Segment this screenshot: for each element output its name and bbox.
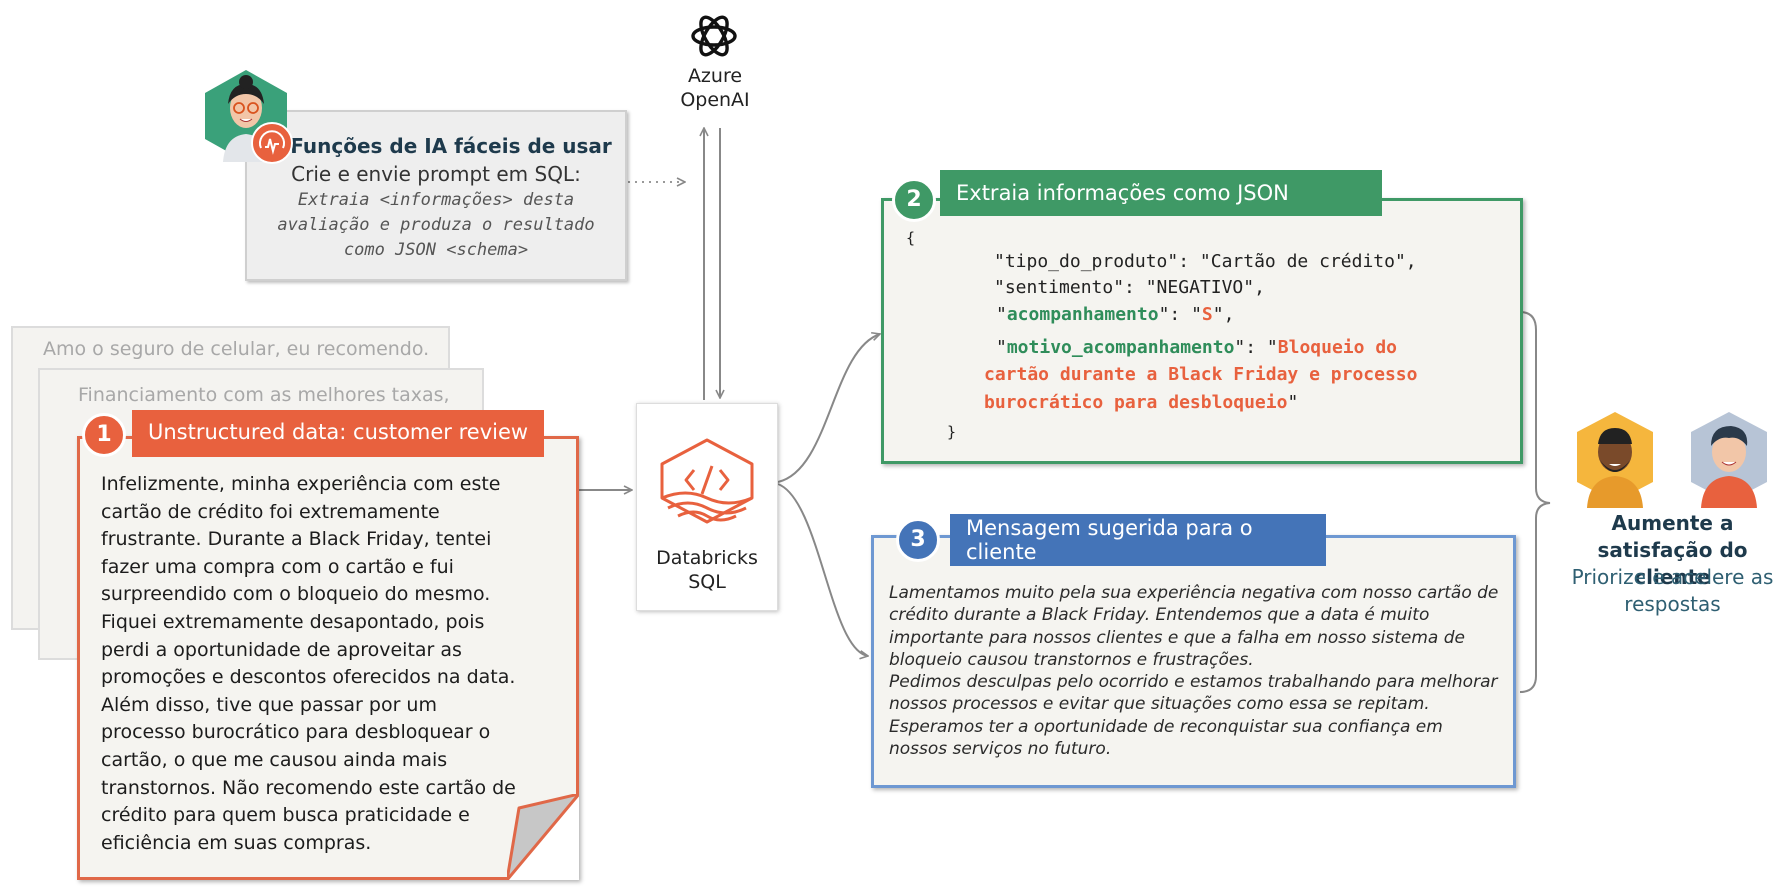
ai-functions-title: Funções de IA fáceis de usar xyxy=(290,134,612,158)
json-value-followup: S xyxy=(1201,304,1213,325)
page-curl-icon xyxy=(507,794,579,880)
ai-functions-box: Funções de IA fáceis de usar Crie e envi… xyxy=(245,110,627,281)
json-line-reason-end: burocrático para desbloqueio" xyxy=(984,392,1299,413)
azure-label-line2: OpenAI xyxy=(680,89,750,111)
pulse-badge-icon xyxy=(251,122,293,164)
step-3-badge: 3 xyxy=(896,518,940,562)
json-key-reason: motivo_acompanhamento xyxy=(1006,337,1235,358)
background-review-text-2: Financiamento com as melhores taxas, xyxy=(78,384,450,406)
message-paragraph-1: Lamentamos muito pela sua experiência ne… xyxy=(889,583,1499,670)
customer-review-text: Infelizmente, minha experiência com este… xyxy=(101,473,516,854)
json-key-followup: acompanhamento xyxy=(1006,304,1159,325)
customer-avatar-2 xyxy=(1691,412,1767,508)
dbsql-to-json-arrow xyxy=(777,334,880,483)
suggested-message-card: Lamentamos muito pela sua experiência ne… xyxy=(871,535,1516,788)
ai-prompt-code: Extraia <informações> desta avaliação e … xyxy=(277,190,595,260)
customer-avatar-icon xyxy=(1577,412,1767,508)
message-paragraph-2: Pedimos desculpas pelo ocorrido e estamo… xyxy=(889,672,1498,760)
json-open-brace: { xyxy=(906,229,916,247)
json-line-followup: "acompanhamento": "S", xyxy=(996,304,1235,325)
dbsql-to-message-arrow xyxy=(777,483,868,656)
json-header-tab: Extraia informações como JSON xyxy=(940,170,1382,216)
customer-review-card: Infelizmente, minha experiência com este… xyxy=(77,436,579,880)
customer-avatar-1 xyxy=(1577,412,1653,508)
json-output-card: { "tipo_do_produto": "Cartão de crédito"… xyxy=(881,198,1523,464)
openai-logo-icon xyxy=(691,15,737,57)
json-title: Extraia informações como JSON xyxy=(956,181,1289,205)
json-value-reason-2: cartão durante a Black Friday e processo xyxy=(984,364,1418,385)
databricks-sql-box: Databricks SQL xyxy=(636,403,778,611)
json-line-product: "tipo_do_produto": "Cartão de crédito", xyxy=(994,251,1417,272)
databricks-sql-icon xyxy=(660,438,754,524)
step-2-badge: 2 xyxy=(892,178,936,222)
ai-functions-subtitle: Crie e envie prompt em SQL: xyxy=(291,162,581,186)
databricks-label-line1: Databricks xyxy=(656,547,758,569)
azure-label-line1: Azure xyxy=(687,65,743,87)
outcome-title: Aumente a satisfação do cliente xyxy=(1597,511,1748,589)
suggested-message-text: Lamentamos muito pela sua experiência ne… xyxy=(889,582,1499,760)
json-line-reason: "motivo_acompanhamento": "Bloqueio do xyxy=(996,337,1397,358)
review-header-tab: Unstructured data: customer review xyxy=(132,410,544,457)
background-review-text-1: Amo o seguro de celular, eu recomendo. xyxy=(43,338,430,360)
json-value-reason-3: burocrático para desbloqueio xyxy=(984,392,1288,413)
json-value-reason-1: Bloqueio do xyxy=(1277,337,1397,358)
databricks-sql-label: Databricks SQL xyxy=(637,546,777,594)
azure-openai-label: Azure OpenAI xyxy=(660,64,770,112)
databricks-label-line2: SQL xyxy=(688,571,726,593)
outcome-subtitle: Priorize e acelere as respostas xyxy=(1571,565,1774,616)
json-line-sentiment: "sentimento": "NEGATIVO", xyxy=(994,277,1265,298)
outcome-brace xyxy=(1519,311,1551,693)
step-1-badge: 1 xyxy=(82,413,126,457)
message-header-tab: Mensagem sugerida para o cliente xyxy=(950,514,1326,566)
message-title: Mensagem sugerida para o cliente xyxy=(966,516,1253,564)
review-title: Unstructured data: customer review xyxy=(148,420,529,444)
json-close-brace: } xyxy=(947,423,957,441)
